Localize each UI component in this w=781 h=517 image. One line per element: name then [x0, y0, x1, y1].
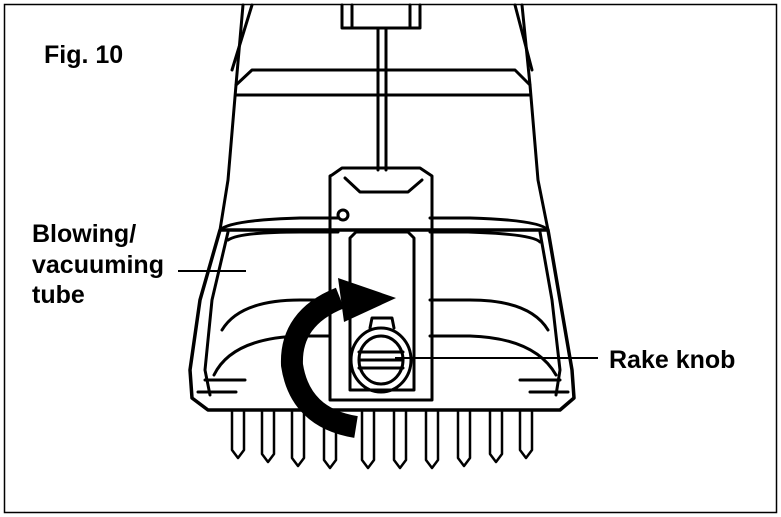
figure-border	[3, 3, 778, 514]
center-rod	[376, 26, 388, 172]
blower-vacuum-illustration	[188, 3, 576, 470]
rake-knob-callout-label: Rake knob	[609, 346, 736, 374]
side-bolt	[336, 208, 350, 222]
nozzle-housing	[188, 228, 576, 412]
rake-teeth	[230, 408, 534, 470]
rotation-arrow-icon	[280, 278, 396, 438]
tube-upper-body	[218, 3, 550, 232]
central-block	[328, 166, 434, 402]
rake-knob	[349, 316, 413, 394]
top-connector	[340, 3, 422, 30]
tube-callout-label: Blowing/ vacuuming tube	[32, 220, 164, 309]
figure-title: Fig. 10	[44, 41, 124, 69]
